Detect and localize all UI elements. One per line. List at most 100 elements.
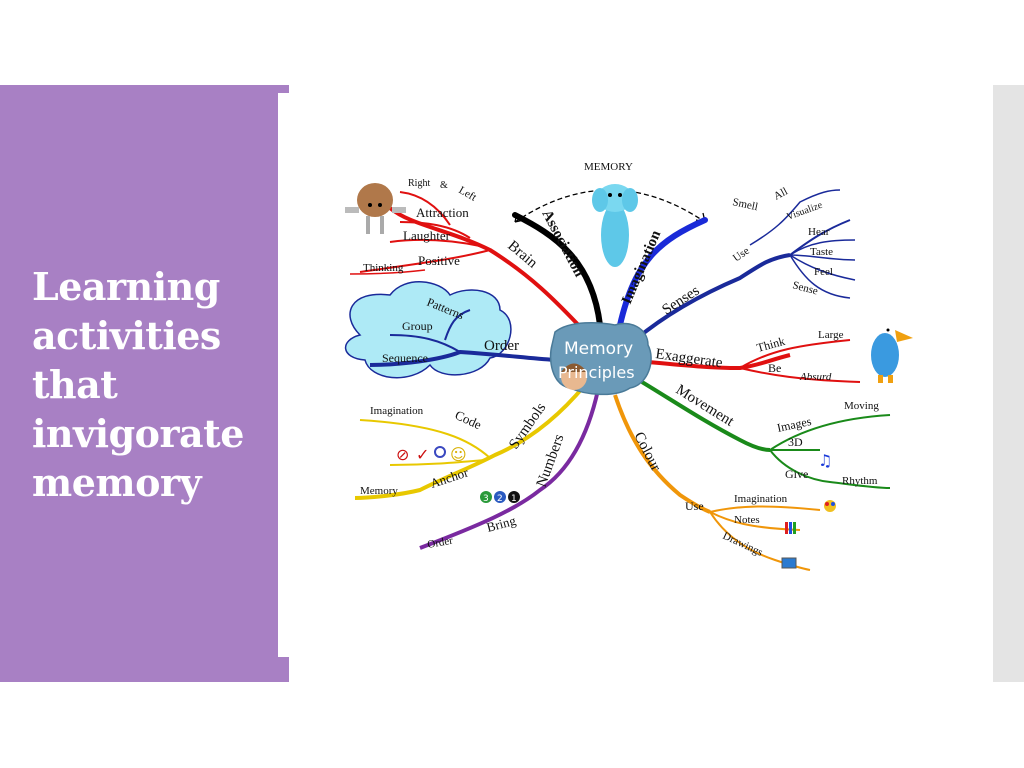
picture-icon — [781, 557, 797, 569]
right-side-bar — [993, 85, 1024, 682]
title-line: activities — [32, 313, 221, 358]
brain-branch — [388, 206, 587, 334]
movement-sub-3 — [769, 449, 891, 489]
brain-sub-5 — [349, 269, 426, 275]
brain-sub-2 — [389, 238, 481, 247]
colour-item: Imagination — [734, 493, 788, 505]
memory-arc — [514, 189, 706, 223]
association-branch — [512, 212, 603, 328]
mind-map: MEMORY Association Imagination Brain Rig… — [330, 150, 930, 590]
numbers-branch — [419, 389, 600, 550]
association-label: Association — [538, 207, 587, 280]
brain-item: Positive — [418, 253, 460, 268]
left-panel — [0, 85, 289, 682]
senses-sub-2 — [749, 189, 841, 246]
symbols-sub-1 — [359, 419, 491, 459]
order-item: Sequence — [382, 351, 428, 365]
elephant-icon — [592, 184, 638, 267]
number-badge — [494, 491, 506, 503]
colour-item: Drawings — [721, 530, 765, 559]
brain-sub-3 — [399, 221, 471, 239]
movement-item: Rhythm — [842, 475, 878, 487]
numbers-item: Order — [426, 535, 454, 551]
toucan-icon — [871, 327, 913, 383]
brain-label: Brain — [504, 238, 540, 272]
exaggerate-item: Think — [755, 334, 786, 355]
slide-title: Learning activities that invigorate memo… — [32, 262, 272, 507]
symbols-branch — [354, 383, 587, 500]
palette-icon — [824, 500, 836, 512]
senses-sub-3 — [789, 239, 856, 256]
symbols-item: Imagination — [370, 405, 424, 417]
senses-item: Taste — [810, 246, 833, 258]
magnifier-icon — [434, 446, 446, 458]
memory-label: MEMORY — [584, 161, 633, 173]
number-badge — [508, 491, 520, 503]
brain-item: & — [440, 180, 448, 191]
movement-branch — [640, 380, 771, 452]
order-sub-1 — [389, 334, 461, 353]
senses-item: Sense — [791, 279, 819, 297]
senses-item: Hear — [808, 226, 830, 238]
crayons-icon — [785, 522, 796, 534]
senses-item: All — [772, 185, 790, 202]
senses-item: Smell — [731, 196, 759, 213]
exaggerate-sub-2 — [739, 367, 861, 383]
senses-item: Feel — [814, 266, 833, 278]
colour-sub-3 — [709, 511, 811, 571]
numbers-item: Bring — [485, 513, 518, 535]
brain-item: Right — [408, 178, 430, 189]
symbol-icons: ⊘ ✓ ☺ — [396, 445, 467, 464]
number-badge-text: 2 — [497, 494, 503, 504]
mind-map-svg: MEMORY Association Imagination Brain Rig… — [344, 161, 913, 571]
senses-branch — [633, 253, 791, 342]
number-badge-text: 3 — [483, 494, 489, 504]
brain-mascot-icon — [345, 183, 406, 234]
exaggerate-label: Exaggerate — [654, 346, 723, 371]
senses-sub-6 — [789, 254, 851, 299]
brain-item: Thinking — [363, 262, 404, 274]
symbols-sub-2 — [389, 459, 486, 466]
movement-item: Give — [785, 467, 808, 481]
colour-branch — [613, 394, 711, 514]
panel-edge — [278, 93, 289, 657]
brain-item: Left — [457, 184, 479, 204]
exaggerate-sub-1 — [739, 339, 851, 369]
senses-item: Visualize — [785, 200, 824, 223]
head-icon — [561, 363, 587, 390]
numbers-label: Numbers — [534, 432, 568, 489]
symbols-item: Anchor — [428, 464, 470, 491]
senses-sub-4 — [789, 254, 856, 261]
brain-item: Laughter — [403, 228, 451, 243]
center-label-line: Memory — [564, 339, 633, 359]
movement-sub-1 — [769, 414, 891, 451]
symbols-item: Code — [453, 407, 484, 432]
title-line: memory — [32, 460, 202, 505]
imagination-branch — [617, 217, 708, 328]
senses-sub-5 — [789, 254, 856, 281]
title-line: Learning — [32, 264, 220, 309]
number-badges: 3 2 1 — [480, 491, 520, 504]
number-badge-text: 1 — [511, 494, 517, 504]
exaggerate-item: Large — [818, 329, 844, 341]
smiley-icon: ☺ — [450, 445, 467, 464]
colour-label: Colour — [630, 430, 663, 474]
exaggerate-branch — [647, 353, 791, 371]
colour-item: Use — [685, 499, 704, 513]
exaggerate-item: Absurd — [799, 371, 832, 383]
music-note-icon: ♫ — [818, 451, 832, 470]
brain-sub-4 — [399, 191, 451, 226]
title-line: that — [32, 362, 118, 407]
senses-item: Use — [731, 245, 752, 265]
symbols-item: Memory — [360, 485, 398, 497]
order-item: Group — [402, 319, 433, 333]
movement-item: 3D — [788, 435, 803, 449]
title-line: invigorate — [32, 411, 244, 456]
colour-sub-1 — [709, 505, 821, 513]
order-sub-2 — [444, 309, 471, 341]
colour-item: Notes — [734, 514, 760, 526]
number-badge — [480, 491, 492, 503]
movement-item: Moving — [844, 400, 879, 412]
no-icon: ⊘ — [396, 445, 409, 464]
brain-item: Attraction — [416, 205, 469, 220]
